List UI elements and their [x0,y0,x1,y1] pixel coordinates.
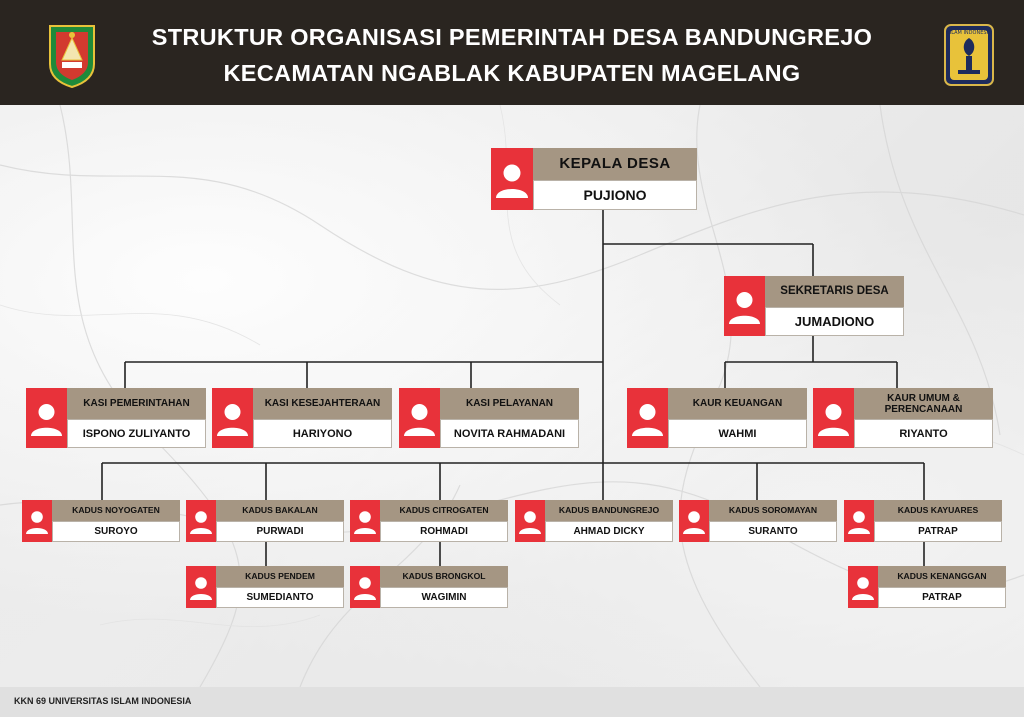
role-label: KASI PEMERINTAHAN [67,388,206,419]
role-label: KASI PELAYANAN [440,388,579,419]
kadus-sub-card: KADUS BRONGKOL WAGIMIN [350,566,508,608]
avatar [26,388,67,448]
name-label: JUMADIONO [765,307,904,336]
person-icon [404,404,435,436]
role-label: KADUS KAYUARES [874,500,1002,521]
person-icon [496,164,528,198]
avatar [491,148,533,210]
avatar [679,500,709,542]
avatar [515,500,545,542]
role-label: KADUS KENANGGAN [878,566,1006,587]
person-icon [354,577,376,600]
name-label: WAGIMIN [380,587,508,608]
avatar [724,276,765,336]
regency-emblem-icon [46,24,98,89]
name-label: ROHMADI [380,521,508,542]
role-label: KADUS BANDUNGREJO [545,500,673,521]
name-label: SUMEDIANTO [216,587,344,608]
kadus-card: KADUS BANDUNGREJO AHMAD DICKY [515,500,673,542]
kadus-card: KADUS CITROGATEN ROHMADI [350,500,508,542]
person-icon [729,292,760,324]
role-label: KAUR UMUM & PERENCANAAN [854,388,993,419]
kadus-card: KADUS SOROMAYAN SURANTO [679,500,837,542]
role-label: SEKRETARIS DESA [765,276,904,307]
avatar [350,500,380,542]
kaur-card: KAUR UMUM & PERENCANAAN RIYANTO [813,388,993,448]
person-icon [354,511,376,534]
page-subtitle: KECAMATAN NGABLAK KABUPATEN MAGELANG [223,60,801,86]
avatar [350,566,380,608]
role-label: KAUR KEUANGAN [668,388,807,419]
person-icon [848,511,870,534]
name-label: AHMAD DICKY [545,521,673,542]
role-label: KASI KESEJAHTERAAN [253,388,392,419]
avatar [844,500,874,542]
kadus-card: KADUS KAYUARES PATRAP [844,500,1002,542]
name-label: SURANTO [709,521,837,542]
person-icon [632,404,663,436]
person-icon [190,511,212,534]
kasi-card: KASI PELAYANAN NOVITA RAHMADANI [399,388,579,448]
university-emblem-icon: ISLAM INDONESIA [944,24,994,86]
kadus-card: KADUS NOYOGATEN SUROYO [22,500,180,542]
role-label: KADUS NOYOGATEN [52,500,180,521]
person-icon [217,404,248,436]
person-icon [818,404,849,436]
footer-text: KKN 69 UNIVERSITAS ISLAM INDONESIA [14,696,192,706]
kasi-card: KASI PEMERINTAHAN ISPONO ZULIYANTO [26,388,206,448]
university-emblem-text: ISLAM INDONESIA [947,30,992,36]
avatar [186,566,216,608]
page-title: STRUKTUR ORGANISASI PEMERINTAH DESA BAND… [151,24,873,50]
name-label: PATRAP [878,587,1006,608]
person-icon [190,577,212,600]
name-label: PUJIONO [533,180,697,210]
role-label: KEPALA DESA [533,148,697,180]
avatar [813,388,854,448]
name-label: PURWADI [216,521,344,542]
person-icon [26,511,48,534]
role-label: KADUS SOROMAYAN [709,500,837,521]
person-icon [683,511,705,534]
sekretaris-desa-card: SEKRETARIS DESA JUMADIONO [724,276,904,336]
name-label: HARIYONO [253,419,392,448]
avatar [627,388,668,448]
kadus-sub-card: KADUS PENDEM SUMEDIANTO [186,566,344,608]
kadus-card: KADUS BAKALAN PURWADI [186,500,344,542]
name-label: PATRAP [874,521,1002,542]
avatar [848,566,878,608]
kaur-card: KAUR KEUANGAN WAHMI [627,388,807,448]
person-icon [31,404,62,436]
kepala-desa-card: KEPALA DESA PUJIONO [491,148,697,210]
role-label: KADUS CITROGATEN [380,500,508,521]
name-label: ISPONO ZULIYANTO [67,419,206,448]
avatar [186,500,216,542]
kasi-card: KASI KESEJAHTERAAN HARIYONO [212,388,392,448]
name-label: NOVITA RAHMADANI [440,419,579,448]
avatar [399,388,440,448]
role-label: KADUS BAKALAN [216,500,344,521]
name-label: SUROYO [52,521,180,542]
name-label: WAHMI [668,419,807,448]
avatar [22,500,52,542]
name-label: RIYANTO [854,419,993,448]
avatar [212,388,253,448]
person-icon [519,511,541,534]
header-bar: STRUKTUR ORGANISASI PEMERINTAH DESA BAND… [0,0,1024,105]
kadus-sub-card: KADUS KENANGGAN PATRAP [848,566,1006,608]
role-label: KADUS PENDEM [216,566,344,587]
role-label: KADUS BRONGKOL [380,566,508,587]
person-icon [852,577,874,600]
footer-bar: KKN 69 UNIVERSITAS ISLAM INDONESIA [0,687,1024,717]
